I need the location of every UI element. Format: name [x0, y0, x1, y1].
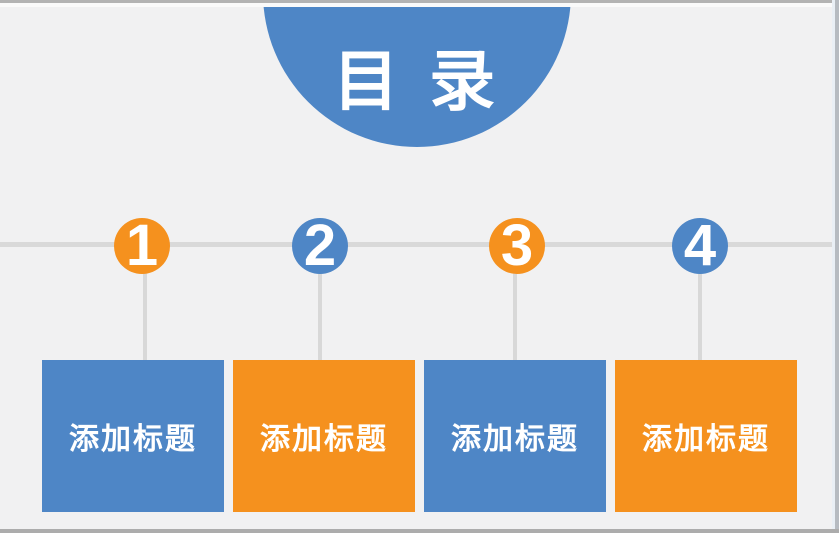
- toc-box-label-4: 添加标题: [642, 423, 770, 456]
- item-number-3: 3: [500, 213, 534, 278]
- toc-box-label-3: 添加标题: [451, 423, 579, 456]
- toc-box-label-2: 添加标题: [260, 423, 388, 456]
- toc-box-label-1: 添加标题: [69, 423, 197, 456]
- timeline-line: [0, 242, 839, 247]
- toc-box-3[interactable]: 添加标题: [424, 360, 606, 512]
- item-number-circle-1[interactable]: 1: [114, 213, 170, 278]
- toc-box-4[interactable]: 添加标题: [615, 360, 797, 512]
- item-number-circle-3[interactable]: 3: [489, 213, 545, 278]
- slide-top-inner-border: [0, 3, 839, 7]
- slide-right-border: [835, 0, 839, 533]
- connector-line-1: [143, 270, 147, 360]
- toc-box-2[interactable]: 添加标题: [233, 360, 415, 512]
- connector-line-2: [318, 270, 322, 360]
- slide-right-inner-border: [832, 0, 835, 533]
- page-title: 目 录: [332, 43, 502, 118]
- connector-line-4: [698, 270, 702, 360]
- slide-bottom-border: [0, 529, 839, 533]
- item-number-4: 4: [683, 213, 717, 278]
- connector-line-3: [513, 270, 517, 360]
- item-number-circle-4[interactable]: 4: [672, 213, 728, 278]
- item-number-1: 1: [125, 213, 159, 278]
- slide-top-border: [0, 0, 839, 3]
- item-number-2: 2: [303, 213, 337, 278]
- item-number-circle-2[interactable]: 2: [292, 213, 348, 278]
- toc-box-1[interactable]: 添加标题: [42, 360, 224, 512]
